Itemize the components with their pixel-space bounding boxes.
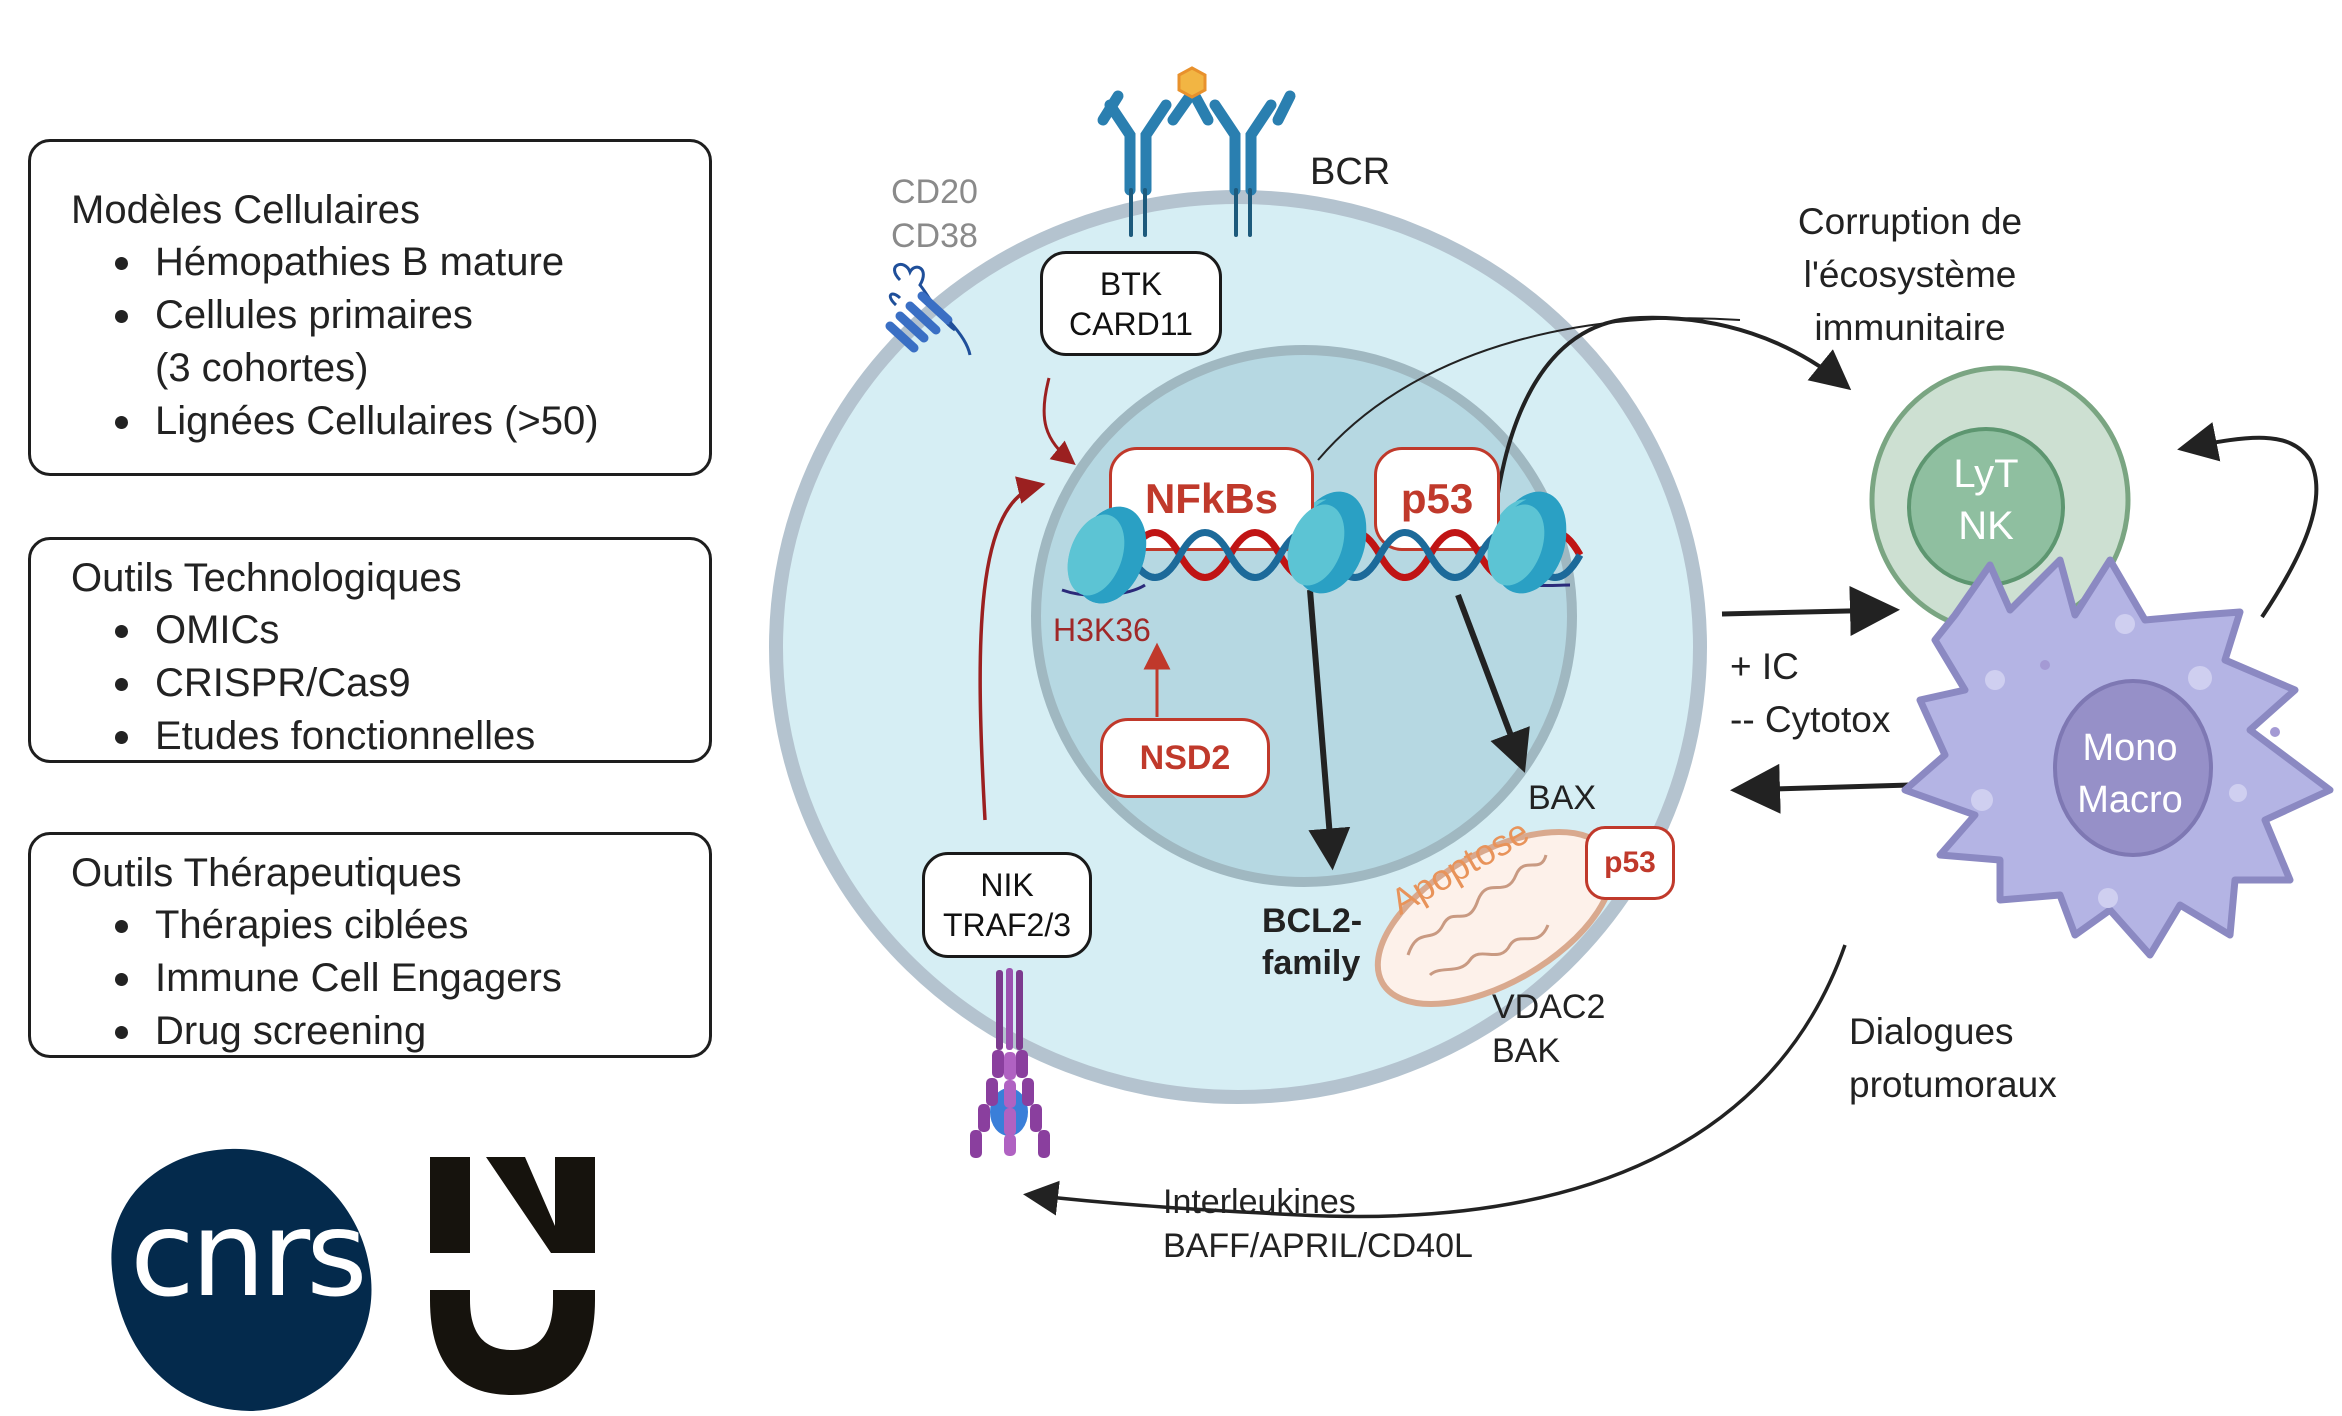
nfkb-to-bcl2-arrow <box>1307 589 1351 871</box>
panel-title: Outils Technologiques <box>71 556 462 600</box>
p53-nucleus-box: p53 <box>1374 447 1500 551</box>
list-item: CRISPR/Cas9 <box>115 657 709 710</box>
nik-label: NIK <box>980 867 1034 903</box>
panel-title: Modèles Cellulaires <box>71 188 421 232</box>
p53-mito-box: p53 <box>1585 826 1675 900</box>
bax-label: BAX <box>1528 779 1597 817</box>
list-item: Immune Cell Engagers <box>115 952 709 1005</box>
nfkbs-box: NFkBs <box>1109 447 1314 551</box>
lyt-nk-label: LyT NK <box>1910 448 2062 552</box>
bcr-label: BCR <box>1310 151 1391 193</box>
bcell-to-lyt-arrow <box>1721 585 1900 636</box>
list-item: Hémopathies B mature <box>115 236 709 289</box>
card11-label: CARD11 <box>1069 306 1193 342</box>
baff-april-cd40l-line: BAFF/APRIL/CD40L <box>1163 1227 1473 1265</box>
corruption-line: Corruption de <box>1797 201 2023 242</box>
h3k36-label: H3K36 <box>1053 612 1151 648</box>
ic-cytotox-label: + IC -- Cytotox <box>1730 640 1890 746</box>
list-item: Cellules primaires <box>115 289 709 342</box>
corruption-label: Corruption de l'écosystème immunitaire <box>1745 195 2075 354</box>
cnrs-logo <box>111 1148 372 1411</box>
panel-list: Thérapies ciblées Immune Cell Engagers D… <box>71 899 709 1058</box>
bak-line: BAK <box>1492 1032 1561 1070</box>
mono-macro-label: Mono Macro <box>2055 722 2205 826</box>
list-item: Etudes fonctionnelles <box>115 710 709 763</box>
bcl2-family-label: BCL2- family <box>1262 900 1362 984</box>
p53-to-bax-arrow <box>1455 593 1530 773</box>
macrophage-cell <box>1901 556 2334 959</box>
family-line: family <box>1262 944 1361 982</box>
interleukines-arrow <box>1023 944 1847 1219</box>
macro-line: Macro <box>2077 779 2183 821</box>
ic-line: + IC <box>1730 646 1799 687</box>
corruption-line: immunitaire <box>1814 307 2006 348</box>
list-item: Thérapies ciblées <box>115 899 709 952</box>
cd20-label: CD20 <box>891 173 978 211</box>
btk-card11-box: BTK CARD11 <box>1040 251 1222 356</box>
panel-list: Hémopathies B mature Cellules primaires … <box>71 236 709 448</box>
list-item: OMICs <box>115 604 709 657</box>
cd38-label: CD38 <box>891 217 978 255</box>
cnrs-logo-text: cnrs <box>130 1185 368 1323</box>
nsd2-box: NSD2 <box>1100 718 1270 798</box>
cd20-protein-icon <box>885 262 972 356</box>
panel-outils-therapeutiques: Outils Thérapeutiques Thérapies ciblées … <box>28 832 712 1058</box>
bcr-receptor-icon <box>1097 66 1296 237</box>
nik-to-nfkb-arrow <box>978 476 1046 821</box>
surface-markers-label: CD20 CD38 <box>891 170 978 258</box>
panel-title: Outils Thérapeutiques <box>71 851 462 895</box>
p53-to-immune-curve <box>1490 315 1852 546</box>
traf-label: TRAF2/3 <box>942 907 1072 943</box>
dialogues-line: Dialogues <box>1849 1011 2014 1052</box>
vdac2-line: VDAC2 <box>1492 988 1606 1026</box>
list-item: Lignées Cellulaires (>50) <box>115 395 709 448</box>
dialogues-label: Dialogues protumoraux <box>1849 1005 2057 1111</box>
corruption-line: l'écosystème <box>1803 254 2017 295</box>
list-item: Drug screening <box>115 1005 709 1058</box>
protumoraux-line: protumoraux <box>1849 1064 2057 1105</box>
btk-label: BTK <box>1099 266 1163 302</box>
interleukines-label: Interleukines BAFF/APRIL/CD40L <box>1163 1180 1473 1268</box>
list-item-continuation: (3 cohortes) <box>155 346 369 390</box>
macro-to-lyt-arrow <box>2177 422 2319 619</box>
cytotox-line: -- Cytotox <box>1730 699 1891 740</box>
mono-line: Mono <box>2082 727 2178 769</box>
vdac-bak-label: VDAC2 BAK <box>1492 985 1605 1073</box>
bcl2-line: BCL2- <box>1262 902 1363 940</box>
university-logo <box>430 1157 595 1395</box>
macro-to-bcell-arrow <box>1730 763 1911 814</box>
nik-traf-box: NIK TRAF2/3 <box>922 852 1092 958</box>
panel-outils-technologiques: Outils Technologiques OMICs CRISPR/Cas9 … <box>28 537 712 763</box>
panel-modeles-cellulaires: Modèles Cellulaires Hémopathies B mature… <box>28 139 712 476</box>
lyt-line: LyT <box>1953 452 2019 496</box>
btk-to-nfkb-arrow <box>1042 377 1076 466</box>
panel-list: OMICs CRISPR/Cas9 Etudes fonctionnelles <box>71 604 709 763</box>
cd40-receptor-icon <box>970 968 1050 1158</box>
interleukines-line: Interleukines <box>1163 1183 1356 1221</box>
nk-line: NK <box>1958 504 2014 548</box>
